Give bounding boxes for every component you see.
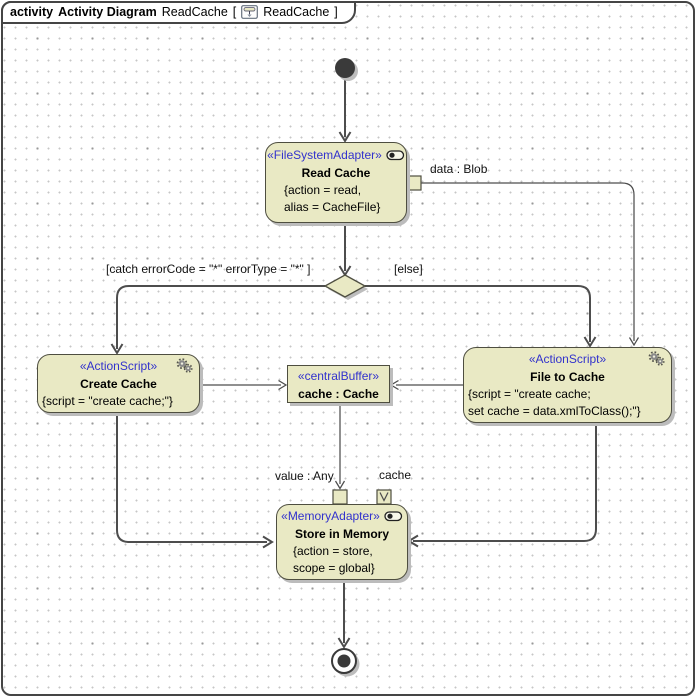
gears-icon <box>175 358 194 373</box>
read-cache-property: {action = read, <box>284 183 362 197</box>
activity-diagram-icon <box>241 5 259 19</box>
node-file-to-cache[interactable]: «ActionScript» File to Cache {script = "… <box>463 347 672 423</box>
adapter-icon <box>386 150 405 161</box>
label-else-guard[interactable]: [else] <box>394 262 423 276</box>
central-buffer-name: cache : Cache <box>298 387 379 401</box>
create-cache-stereotype: «ActionScript» <box>79 359 158 373</box>
store-in-memory-name: Store in Memory <box>294 527 390 541</box>
read-cache-property: alias = CacheFile} <box>284 200 381 214</box>
file-to-cache-stereotype: «ActionScript» <box>528 352 607 366</box>
read-cache-stereotype: «FileSystemAdapter» <box>267 148 382 162</box>
tab-context-name: ReadCache <box>263 5 330 19</box>
adapter-icon <box>384 511 403 522</box>
edge-store-to-final[interactable] <box>337 580 351 649</box>
output-pin-data[interactable] <box>406 175 422 191</box>
edge-initial-to-read-cache[interactable] <box>338 78 352 143</box>
activity-final-node[interactable] <box>331 648 360 677</box>
input-pin-cache[interactable] <box>376 489 392 505</box>
edge-data-blob-to-file-to-cache[interactable] <box>421 182 640 347</box>
gears-icon <box>647 351 666 366</box>
edge-read-cache-to-decision[interactable] <box>338 224 352 277</box>
label-cache-pin[interactable]: cache <box>379 468 412 482</box>
edge-decision-to-create-cache[interactable] <box>110 285 326 355</box>
decision-node[interactable] <box>323 274 368 300</box>
label-data-blob[interactable]: data : Blob <box>430 162 488 176</box>
edge-file-to-cache-to-store[interactable] <box>407 423 597 548</box>
store-in-memory-stereotype: «MemoryAdapter» <box>281 509 380 523</box>
tab-close-bracket: ] <box>334 5 338 19</box>
edge-decision-to-file-to-cache[interactable] <box>365 285 597 348</box>
edge-create-cache-to-buffer[interactable] <box>201 379 288 391</box>
node-create-cache[interactable]: «ActionScript» Create Cache {script = "c… <box>37 354 200 413</box>
node-central-buffer[interactable]: «centralBuffer» cache : Cache <box>287 365 390 403</box>
tab-diagram-type: Activity Diagram <box>58 5 157 19</box>
node-read-cache[interactable]: «FileSystemAdapter» Read Cache {action =… <box>265 142 407 223</box>
tab-keyword: activity <box>10 5 54 19</box>
create-cache-property: {script = "create cache;"} <box>42 394 173 408</box>
node-store-in-memory[interactable]: «MemoryAdapter» Store in Memory {action … <box>276 504 408 580</box>
file-to-cache-property: {script = "create cache; <box>468 387 591 401</box>
tab-open-bracket: [ <box>232 5 237 19</box>
file-to-cache-name: File to Cache <box>530 370 605 384</box>
create-cache-name: Create Cache <box>80 377 157 391</box>
tab-diagram-name: ReadCache <box>161 5 228 19</box>
edge-buffer-to-value-pin[interactable] <box>334 403 346 490</box>
store-in-memory-property: scope = global} <box>293 561 375 575</box>
edge-create-cache-to-store[interactable] <box>116 413 274 549</box>
file-to-cache-property: set cache = data.xmlToClass();"} <box>468 404 641 418</box>
central-buffer-stereotype: «centralBuffer» <box>297 369 380 383</box>
edge-file-to-cache-to-buffer[interactable] <box>389 379 463 391</box>
store-in-memory-property: {action = store, <box>293 544 373 558</box>
read-cache-name: Read Cache <box>301 166 371 180</box>
label-value-any[interactable]: value : Any <box>275 469 334 483</box>
initial-node[interactable] <box>335 58 358 81</box>
label-catch-guard[interactable]: [catch errorCode = "*" errorType = "*" ] <box>106 262 311 276</box>
input-pin-value[interactable] <box>332 489 348 505</box>
diagram-title-tab[interactable]: activity Activity Diagram ReadCache [ Re… <box>1 1 356 24</box>
